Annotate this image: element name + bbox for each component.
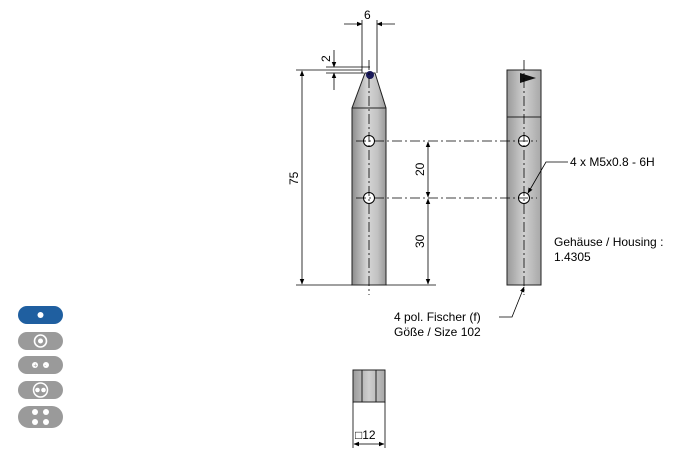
- housing-line2: 1.4305: [554, 250, 591, 264]
- connector-line2: Göße / Size 102: [394, 325, 481, 339]
- svg-text:+: +: [33, 363, 37, 369]
- dim-length-75: 75: [287, 69, 362, 286]
- ring-plus-minus-icon: [32, 382, 49, 398]
- dim-hole-offset-label: 30: [413, 234, 427, 248]
- dim-hole-spacing-label: 20: [413, 162, 427, 176]
- dim-tip-2: 2: [319, 50, 370, 90]
- dim-width-6: 6: [344, 8, 395, 73]
- connector-line1: 4 pol. Fischer (f): [394, 310, 481, 324]
- dim-width-label: 6: [364, 8, 371, 22]
- dim-tip-label: 2: [319, 55, 333, 62]
- sensor-front-view: [351, 60, 387, 295]
- variant-single-pin-button[interactable]: [18, 306, 63, 324]
- dim-hole-offset-30: 30: [386, 198, 436, 286]
- variant-triax-button[interactable]: [18, 381, 63, 399]
- sensor-side-view: [506, 60, 542, 295]
- tip-marker: [366, 71, 374, 79]
- svg-text:-: -: [44, 363, 46, 369]
- dim-length-label: 75: [287, 171, 301, 185]
- four-plus-minus-icon: [32, 409, 49, 425]
- dim-hole-spacing-20: 20: [413, 141, 431, 198]
- variant-four-pin-button[interactable]: [18, 406, 63, 428]
- thread-callout: 4 x M5x0.8 - 6H: [527, 155, 655, 194]
- housing-line1: Gehäuse / Housing :: [554, 235, 663, 249]
- single-dot-icon: [37, 312, 44, 318]
- variant-two-pin-button[interactable]: + -: [18, 356, 63, 374]
- variant-coax-button[interactable]: [18, 332, 63, 350]
- ring-dot-icon: [33, 334, 48, 348]
- sensor-end-view: □12: [352, 369, 386, 448]
- connector-callout: 4 pol. Fischer (f) Göße / Size 102: [394, 286, 525, 339]
- housing-note: Gehäuse / Housing : 1.4305: [554, 235, 663, 264]
- two-dots-icon: + -: [32, 362, 49, 369]
- thread-label: 4 x M5x0.8 - 6H: [570, 155, 655, 169]
- dim-square-label: □12: [355, 428, 376, 442]
